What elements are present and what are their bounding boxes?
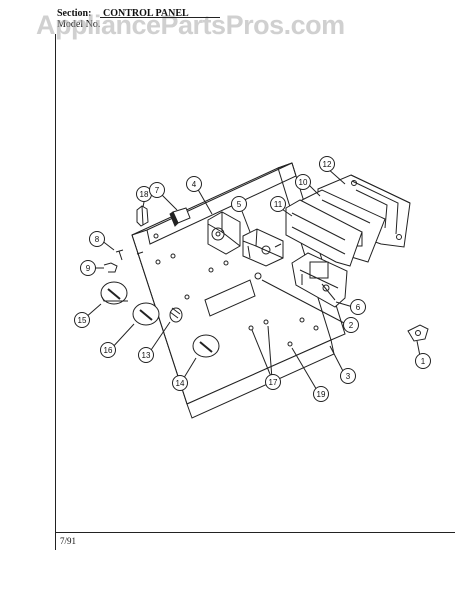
- callout-6: 6: [350, 299, 366, 315]
- svg-text:12: 12: [323, 160, 332, 169]
- svg-text:6: 6: [356, 303, 361, 312]
- svg-text:17: 17: [269, 378, 278, 387]
- clip: [103, 262, 118, 273]
- svg-text:4: 4: [192, 180, 197, 189]
- svg-text:5: 5: [237, 200, 242, 209]
- callout-3: 3: [340, 368, 356, 384]
- indicator-light: [169, 207, 191, 227]
- bottom-border: [55, 532, 455, 533]
- callout-13: 13: [138, 347, 154, 363]
- svg-text:15: 15: [78, 316, 87, 325]
- left-border: [55, 34, 56, 550]
- svg-text:7: 7: [155, 186, 160, 195]
- knob-shaft: [169, 307, 183, 323]
- svg-text:9: 9: [86, 264, 91, 273]
- svg-text:2: 2: [349, 321, 354, 330]
- callout-9: 9: [80, 260, 96, 276]
- svg-text:8: 8: [95, 235, 100, 244]
- callout-1: 1: [415, 353, 431, 369]
- svg-text:11: 11: [274, 200, 283, 209]
- knob-middle: [132, 302, 160, 326]
- svg-text:16: 16: [104, 346, 113, 355]
- svg-text:3: 3: [346, 372, 351, 381]
- knob-left: [100, 281, 128, 305]
- callout-16: 16: [100, 342, 116, 358]
- callout-11: 11: [270, 196, 286, 212]
- callout-markers: 12 10 18 7 4 5 11 8 9 6 15 16 13 2 14 17…: [74, 156, 431, 402]
- svg-text:14: 14: [176, 379, 185, 388]
- svg-text:1: 1: [421, 357, 426, 366]
- callout-14: 14: [172, 375, 188, 391]
- callout-4: 4: [186, 176, 202, 192]
- callout-17: 17: [265, 374, 281, 390]
- footer-date: 7/91: [60, 536, 77, 546]
- header-rule: [100, 17, 220, 18]
- callout-7: 7: [149, 182, 165, 198]
- knob-right: [192, 334, 220, 358]
- section-value: CONTROL PANEL: [103, 8, 189, 19]
- callout-10: 10: [295, 174, 311, 190]
- callout-8: 8: [89, 231, 105, 247]
- callout-19: 19: [313, 386, 329, 402]
- model-label: Model No.: [57, 19, 101, 30]
- section-label: Section:: [57, 8, 92, 19]
- spring-clip: [407, 324, 429, 342]
- callout-12: 12: [319, 156, 335, 172]
- svg-text:19: 19: [317, 390, 326, 399]
- screw: [115, 249, 124, 261]
- lamp-holder: [136, 205, 149, 227]
- callout-5: 5: [231, 196, 247, 212]
- svg-text:10: 10: [299, 178, 308, 187]
- watermark: AppliancePartsPros.com: [36, 10, 345, 40]
- callout-2: 2: [343, 317, 359, 333]
- selector-switch: [207, 211, 241, 255]
- infinite-switch: [242, 228, 284, 267]
- svg-text:13: 13: [142, 351, 151, 360]
- button-plate: [285, 199, 363, 267]
- svg-text:18: 18: [140, 190, 149, 199]
- timer-switch: [291, 252, 348, 308]
- callout-15: 15: [74, 312, 90, 328]
